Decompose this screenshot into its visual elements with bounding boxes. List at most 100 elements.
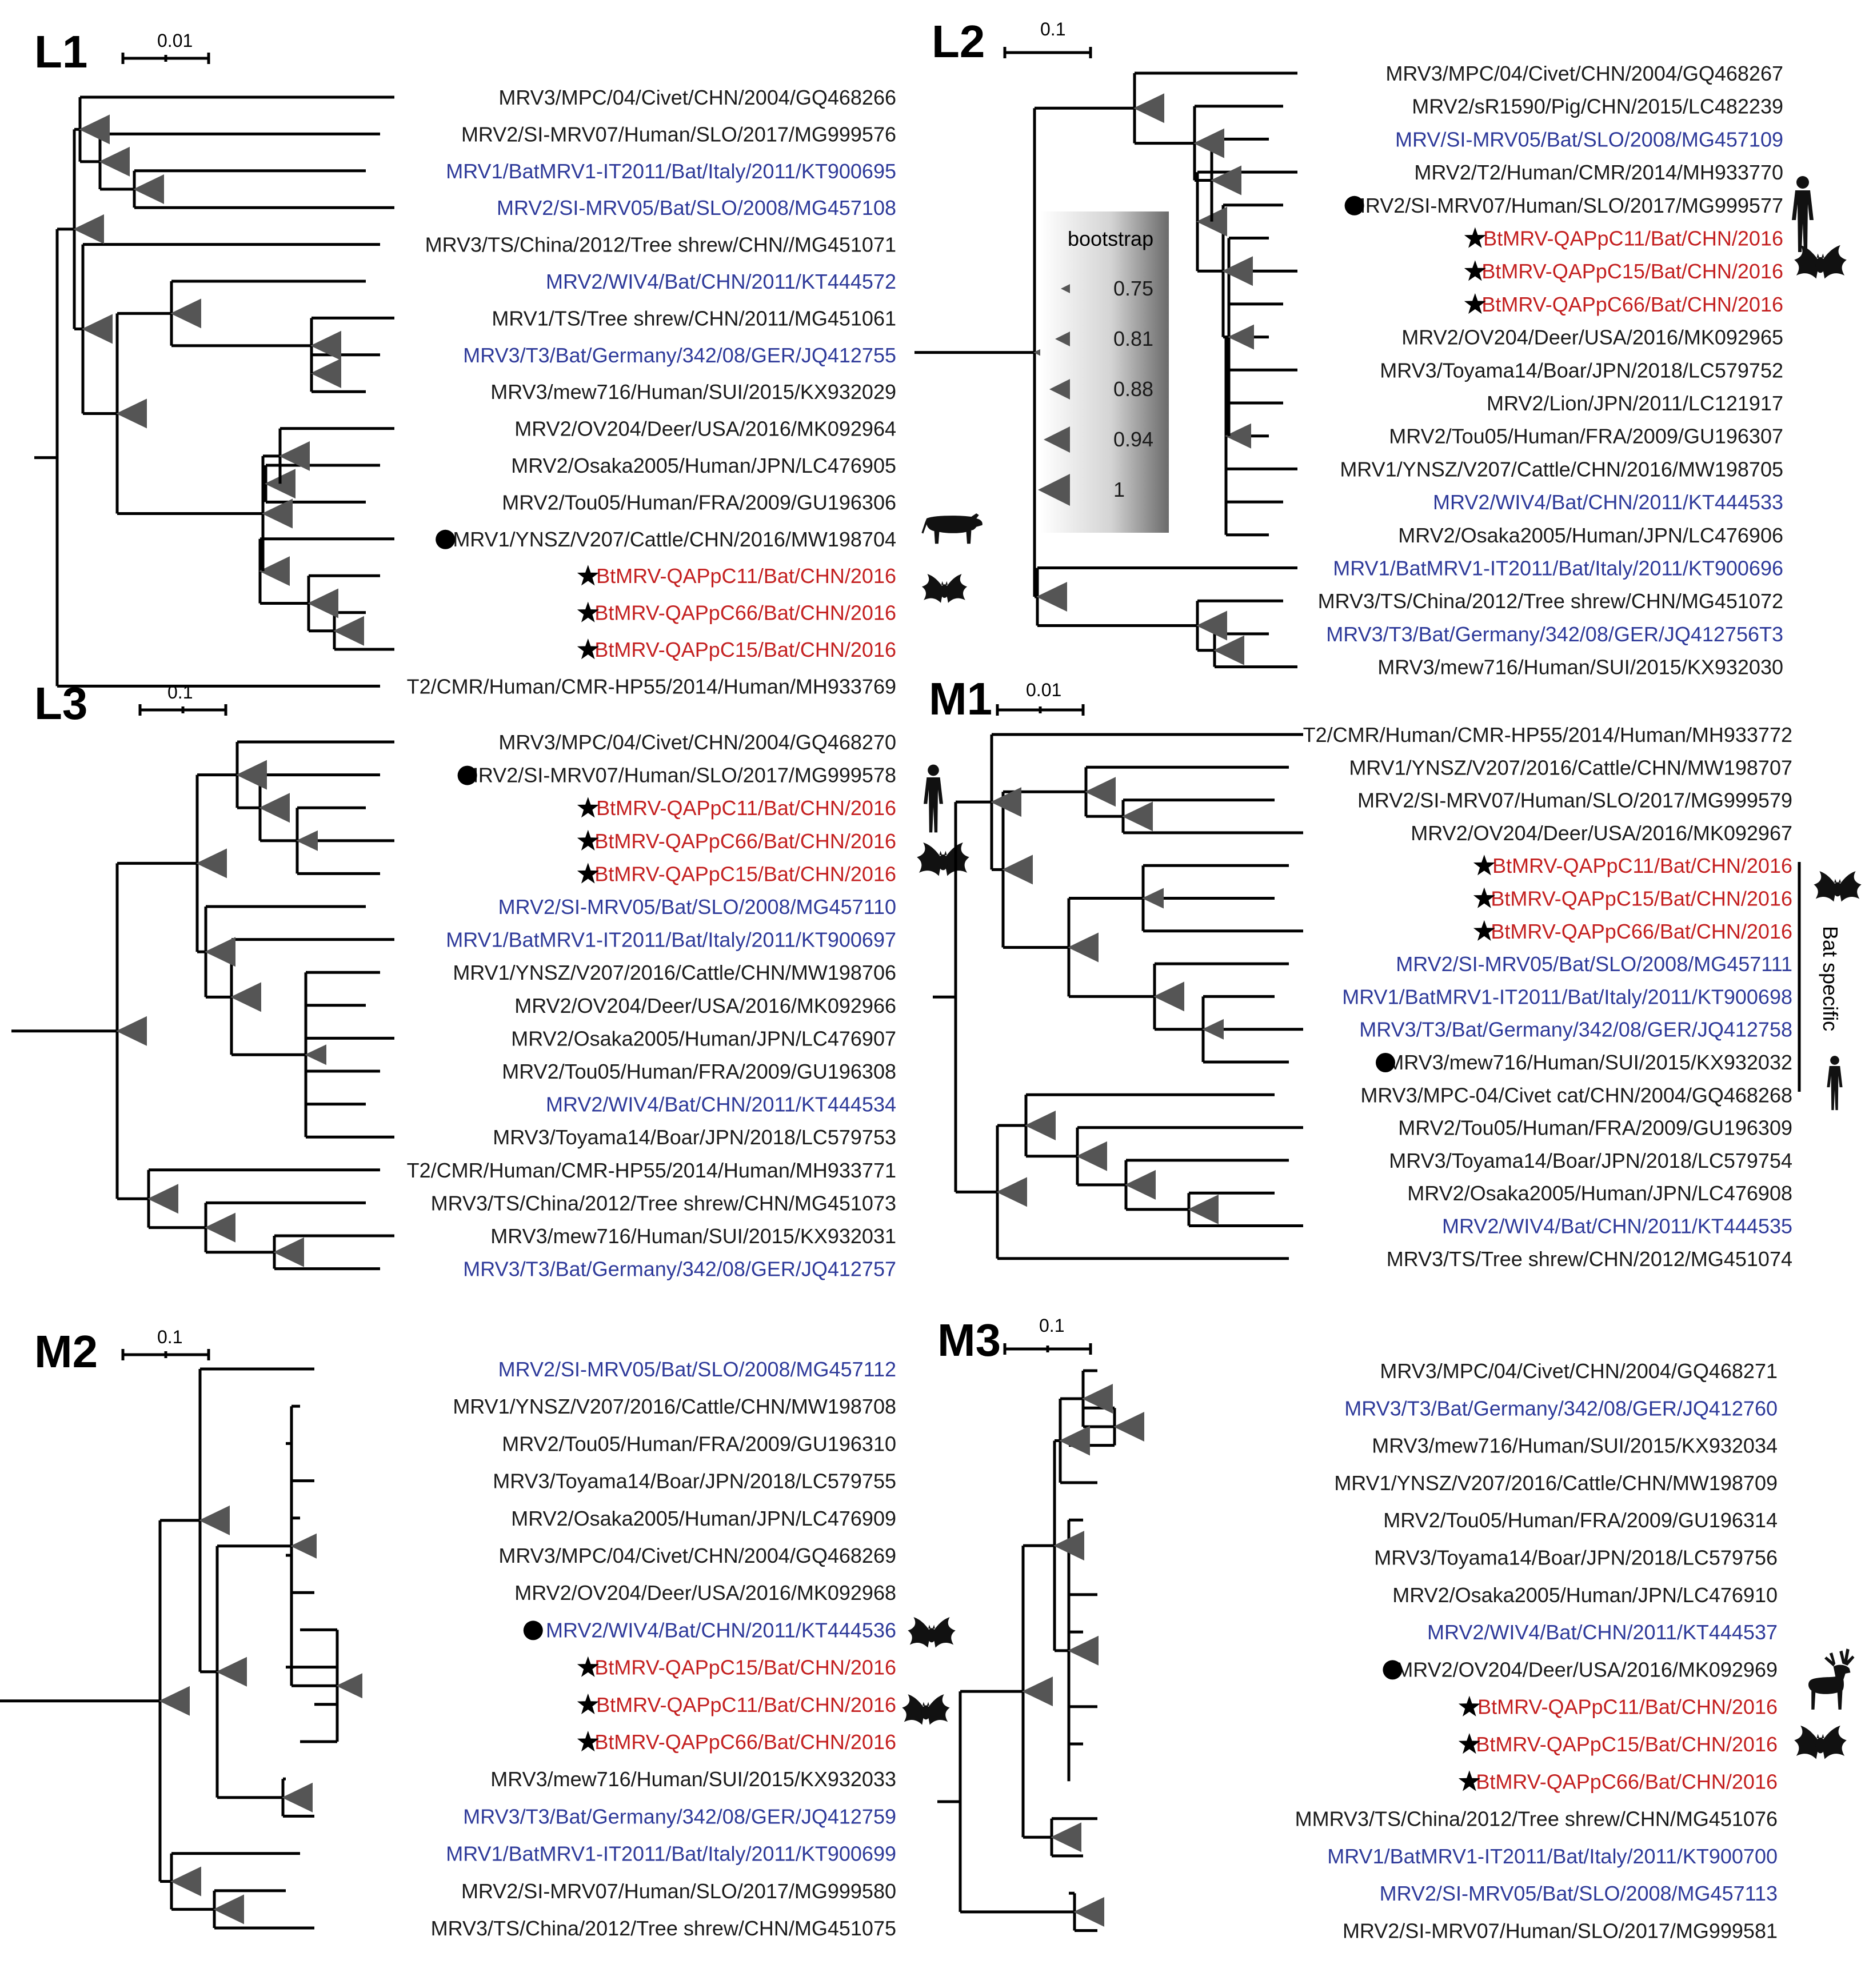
bootstrap-legend-value: 0.94 bbox=[1113, 428, 1153, 451]
bootstrap-marker bbox=[1051, 1822, 1081, 1853]
taxon-label: MRV2/Tou05/Human/FRA/2009/GU196310 bbox=[502, 1432, 896, 1455]
taxon-label: MRV2/Tou05/Human/FRA/2009/GU196307 bbox=[1389, 425, 1783, 448]
bootstrap-marker bbox=[1068, 1635, 1099, 1666]
taxon-label: MRV3/T3/Bat/Germany/342/08/GER/JQ412760 bbox=[1344, 1396, 1778, 1420]
bootstrap-legend-marker bbox=[1061, 284, 1070, 293]
bootstrap-marker bbox=[273, 1237, 304, 1267]
bootstrap-marker bbox=[259, 793, 290, 823]
taxon-label: MRV1/YNSZ/V207/Cattle/CHN/2016/MW198705 bbox=[1340, 457, 1783, 481]
bootstrap-marker bbox=[279, 441, 310, 471]
bat-icon bbox=[921, 574, 968, 603]
bootstrap-marker bbox=[1213, 635, 1244, 665]
taxon-label: BtMRV-QAPpC15/Bat/CHN/2016 bbox=[1481, 260, 1783, 283]
taxon-label: MRV2/T2/Human/CMR/2014/MH933770 bbox=[1414, 161, 1783, 184]
bat-icon bbox=[908, 1617, 956, 1648]
taxon-label: T2/CMR/Human/CMR-HP55/2014/Human/MH93377… bbox=[1303, 723, 1792, 747]
dot-icon bbox=[436, 529, 456, 549]
bootstrap-marker bbox=[991, 787, 1021, 817]
taxon-labels: MRV3/MPC/04/Civet/CHN/2004/GQ468270MRV2/… bbox=[407, 730, 896, 1281]
star-icon bbox=[1464, 293, 1486, 314]
human-icon bbox=[1792, 176, 1814, 252]
bootstrap-marker bbox=[236, 760, 267, 790]
bootstrap-marker bbox=[1076, 1141, 1107, 1171]
panel-title: M1 bbox=[929, 673, 992, 724]
panel-L1: L1 0.01 MRV3/MPC/04/Civet/CHN/2004/GQ468… bbox=[34, 26, 983, 698]
taxon-label: BtMRV-QAPpC66/Bat/CHN/2016 bbox=[594, 829, 896, 853]
bootstrap-marker bbox=[1053, 1531, 1084, 1561]
taxon-labels: MRV2/SI-MRV05/Bat/SLO/2008/MG457112MRV1/… bbox=[431, 1358, 896, 1940]
taxon-label: T2/CMR/Human/CMR-HP55/2014/Human/MH93376… bbox=[407, 674, 896, 698]
bootstrap-marker bbox=[1211, 165, 1241, 195]
bootstrap-marker bbox=[1085, 777, 1116, 807]
panel-M1: M1 0.01 T2/CMR/Human/CMR-HP55/2014/Human… bbox=[929, 673, 1862, 1271]
taxon-label: BtMRV-QAPpC11/Bat/CHN/2016 bbox=[1492, 854, 1792, 877]
panel-M2: M2 0.1 MRV2/SI-MRV05/Bat/SLO/2008/MG4571… bbox=[0, 1326, 956, 1940]
taxon-label: BtMRV-QAPpC15/Bat/CHN/2016 bbox=[1476, 1732, 1778, 1756]
taxon-label: MRV2/Osaka2005/Human/JPN/LC476909 bbox=[511, 1507, 896, 1530]
taxon-label: MRV1/BatMRV1-IT2011/Bat/Italy/2011/KT900… bbox=[1327, 1845, 1778, 1868]
taxon-label: MRV2/SI-MRV05/Bat/SLO/2008/MG457108 bbox=[497, 196, 896, 219]
star-icon bbox=[577, 797, 599, 818]
taxon-labels: MRV3/MPC/04/Civet/CHN/2004/GQ468271MRV3/… bbox=[1295, 1359, 1778, 1943]
bootstrap-marker bbox=[310, 358, 341, 388]
taxon-label: MRV2/Tou05/Human/FRA/2009/GU196314 bbox=[1383, 1508, 1778, 1532]
taxon-label: MMRV3/TS/China/2012/Tree shrew/CHN/MG451… bbox=[1295, 1807, 1778, 1831]
bootstrap-marker bbox=[116, 398, 147, 429]
taxon-label: BtMRV-QAPpC66/Bat/CHN/2016 bbox=[1481, 293, 1783, 316]
bootstrap-marker bbox=[1133, 93, 1164, 123]
bootstrap-marker bbox=[259, 556, 290, 586]
taxon-label: MRV1/YNSZ/V207/2016/Cattle/CHN/MW198706 bbox=[453, 961, 896, 984]
bat-icon bbox=[917, 842, 969, 876]
dot-icon bbox=[1376, 1053, 1395, 1072]
star-icon bbox=[1458, 1770, 1480, 1791]
bootstrap-legend-value: 0.88 bbox=[1113, 377, 1153, 401]
taxon-label: MRV1/YNSZ/V207/2016/Cattle/CHN/MW198708 bbox=[453, 1395, 896, 1418]
bootstrap-marker bbox=[1228, 324, 1254, 350]
panel-title: M2 bbox=[34, 1326, 98, 1377]
star-icon bbox=[1473, 887, 1495, 908]
taxon-label: MRV1/BatMRV1-IT2011/Bat/Italy/2011/KT900… bbox=[1342, 985, 1792, 1008]
bootstrap-marker bbox=[199, 1505, 230, 1535]
bootstrap-marker bbox=[305, 1044, 326, 1065]
bootstrap-marker bbox=[205, 937, 235, 967]
bootstrap-marker bbox=[282, 1782, 313, 1813]
bootstrap-marker bbox=[216, 1656, 247, 1687]
star-icon bbox=[1464, 260, 1486, 281]
star-icon bbox=[577, 638, 599, 660]
taxon-label: MRV2/WIV4/Bat/CHN/2011/KT444572 bbox=[546, 270, 896, 293]
taxon-label: MRV3/mew716/Human/SUI/2015/KX932030 bbox=[1377, 656, 1783, 679]
taxon-label: MRV2/SI-MRV07/Human/SLO/2017/MG999581 bbox=[1343, 1919, 1778, 1943]
taxon-label: MRV2/Osaka2005/Human/JPN/LC476907 bbox=[511, 1027, 896, 1050]
star-icon bbox=[1473, 855, 1495, 876]
human-icon bbox=[1827, 1056, 1843, 1111]
bootstrap-legend-value: 0.81 bbox=[1113, 327, 1153, 350]
star-icon bbox=[1464, 227, 1486, 248]
taxon-label: MRV3/T3/Bat/Germany/342/08/GER/JQ412755 bbox=[463, 344, 896, 367]
taxon-label: MRV3/MPC/04/Civet/CHN/2004/GQ468271 bbox=[1380, 1359, 1778, 1383]
bootstrap-marker bbox=[99, 146, 130, 177]
taxon-labels: MRV3/MPC/04/Civet/CHN/2004/GQ468267MRV2/… bbox=[1318, 62, 1783, 679]
bootstrap-marker bbox=[170, 298, 201, 329]
panel-title: M3 bbox=[937, 1315, 1001, 1366]
star-icon bbox=[577, 863, 599, 884]
taxon-label: MRV3/T3/Bat/Germany/342/08/GER/JQ412757 bbox=[463, 1258, 896, 1281]
taxon-label: MRV3/MPC/04/Civet/CHN/2004/GQ468269 bbox=[498, 1544, 896, 1567]
taxon-label: MRV2/SI-MRV07/Human/SLO/2017/MG999577 bbox=[1348, 194, 1783, 217]
bootstrap-marker bbox=[1142, 888, 1164, 909]
taxon-label: BtMRV-QAPpC66/Bat/CHN/2016 bbox=[1476, 1770, 1778, 1793]
taxon-label: BtMRV-QAPpC66/Bat/CHN/2016 bbox=[594, 1730, 896, 1754]
taxon-label: MRV2/Osaka2005/Human/JPN/LC476910 bbox=[1392, 1583, 1778, 1607]
bootstrap-legend-value: 1 bbox=[1113, 478, 1125, 501]
bootstrap-marker bbox=[1002, 855, 1033, 885]
star-icon bbox=[1458, 1695, 1480, 1716]
taxon-label: MRV2/Tou05/Human/FRA/2009/GU196308 bbox=[502, 1060, 896, 1083]
taxon-label: MRV2/OV204/Deer/USA/2016/MK092967 bbox=[1411, 821, 1792, 845]
taxon-label: MRV3/T3/Bat/Germany/342/08/GER/JQ412756T… bbox=[1326, 622, 1783, 646]
taxon-label: MRV2/OV204/Deer/USA/2016/MK092966 bbox=[514, 994, 896, 1017]
bat-icon bbox=[1794, 1725, 1847, 1759]
taxon-label: BtMRV-QAPpC66/Bat/CHN/2016 bbox=[1491, 920, 1792, 943]
taxon-labels: T2/CMR/Human/CMR-HP55/2014/Human/MH93377… bbox=[1303, 723, 1792, 1271]
taxon-label: MRV3/mew716/Human/SUI/2015/KX932034 bbox=[1372, 1434, 1778, 1458]
bootstrap-marker bbox=[82, 314, 113, 344]
scale-bar: 0.1 bbox=[138, 682, 227, 716]
